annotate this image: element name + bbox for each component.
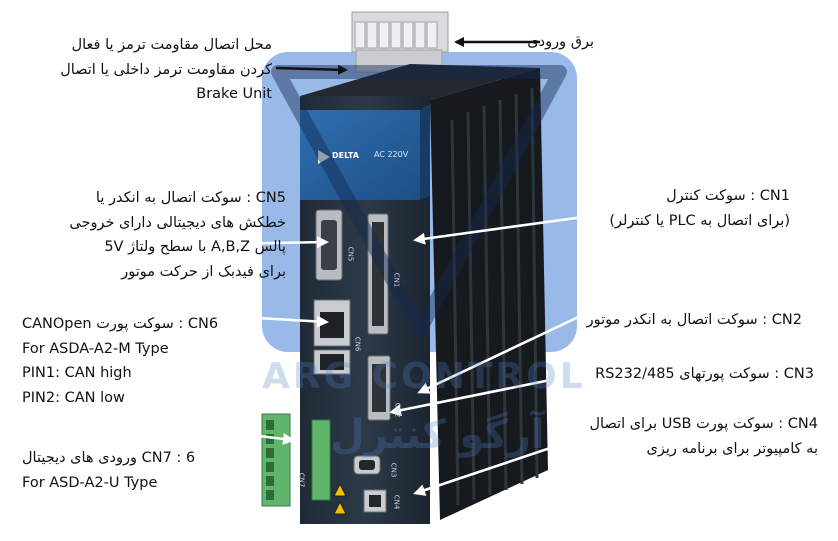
cn2-connector — [367, 355, 391, 421]
callout-line: به کامپیوتر برای برنامه ریزی — [646, 440, 818, 457]
callout-power-input: برق ورودی — [527, 30, 594, 55]
callout-line: CN3 : سوکت پورتهای RS232/485 — [595, 366, 814, 382]
cn1-connector — [367, 213, 389, 335]
power-terminal-block — [351, 11, 449, 73]
cn7-connector — [261, 413, 331, 507]
white-arrows — [221, 210, 621, 496]
port-label-cn1: CN1 — [392, 272, 401, 288]
port-label-cn4: CN4 — [392, 494, 401, 510]
callout-line: Brake Unit — [196, 86, 272, 102]
callout-cn6: CN6 : سوکت پورت CANOpen For ASDA-A2-M Ty… — [22, 312, 218, 410]
port-label-cn5: CN5 — [346, 246, 355, 262]
callout-line: پالس A,B,Z با سطح ولتاژ 5V — [104, 239, 286, 255]
callout-cn7: CN7 : 6 ورودی های دیجیتال For ASD-A2-U T… — [22, 446, 195, 495]
callout-line: محل اتصال مقاومت ترمز یا فعال — [71, 37, 272, 53]
callout-line: CN7 : 6 ورودی های دیجیتال — [22, 450, 196, 466]
callout-line: خطکش های دیجیتالی دارای خروجی — [69, 214, 286, 231]
callout-line: For ASDA-A2-M Type — [22, 340, 169, 357]
callout-line: PIN2: CAN low — [22, 389, 125, 406]
callout-brake-resistor: محل اتصال مقاومت ترمز یا فعال کردن مقاوم… — [60, 33, 272, 107]
watermark-triangle — [271, 65, 567, 337]
black-arrows — [275, 37, 540, 75]
watermark-brand-latin: ARG CONTROL — [262, 356, 586, 397]
callout-line: CN5 : سوکت اتصال به انکدر یا — [95, 190, 286, 206]
port-label-cn2: CN2 — [393, 402, 402, 418]
callout-cn5: CN5 : سوکت اتصال به انکدر یا خطکش های دی… — [69, 186, 286, 284]
callout-cn1: CN1 : سوکت کنترل (برای اتصال به PLC یا ک… — [609, 184, 790, 233]
cn3-connector — [353, 455, 381, 475]
port-label-cn7: CN7 — [297, 472, 306, 488]
callout-line: CN6 : سوکت پورت CANOpen — [22, 316, 219, 332]
callout-cn2: CN2 : سوکت اتصال به انکدر موتور — [587, 308, 802, 333]
callout-line: CN4 : سوکت پورت USB برای اتصال — [589, 416, 819, 432]
callout-line: CN1 : سوکت کنترل — [666, 188, 790, 204]
callout-line: (برای اتصال به PLC یا کنترلر) — [609, 212, 790, 229]
watermark-brand-persian: آرگو کنترل — [330, 412, 545, 458]
callout-line: کردن مقاومت ترمز داخلی یا اتصال — [60, 61, 272, 78]
device-brand-label: DELTA — [332, 151, 359, 160]
callout-line: برای فیدبک از حرکت موتور — [121, 263, 286, 280]
callout-line: برق ورودی — [527, 34, 594, 50]
callout-line: PIN1: CAN high — [22, 365, 132, 381]
heatsink-body — [300, 64, 548, 520]
callout-line: For ASD-A2-U Type — [22, 474, 158, 491]
port-label-cn3: CN3 — [389, 462, 398, 478]
device-ac-label: AC 220V — [374, 150, 409, 159]
callout-cn4: CN4 : سوکت پورت USB برای اتصال به کامپیو… — [590, 412, 819, 461]
callout-cn3: CN3 : سوکت پورتهای RS232/485 — [595, 362, 814, 387]
callout-line: CN2 : سوکت اتصال به انکدر موتور — [586, 312, 802, 328]
cn4-connector — [363, 489, 387, 513]
cn5-connector — [315, 209, 343, 281]
warning-labels — [333, 482, 347, 515]
port-label-cn6: CN6 — [353, 336, 362, 352]
